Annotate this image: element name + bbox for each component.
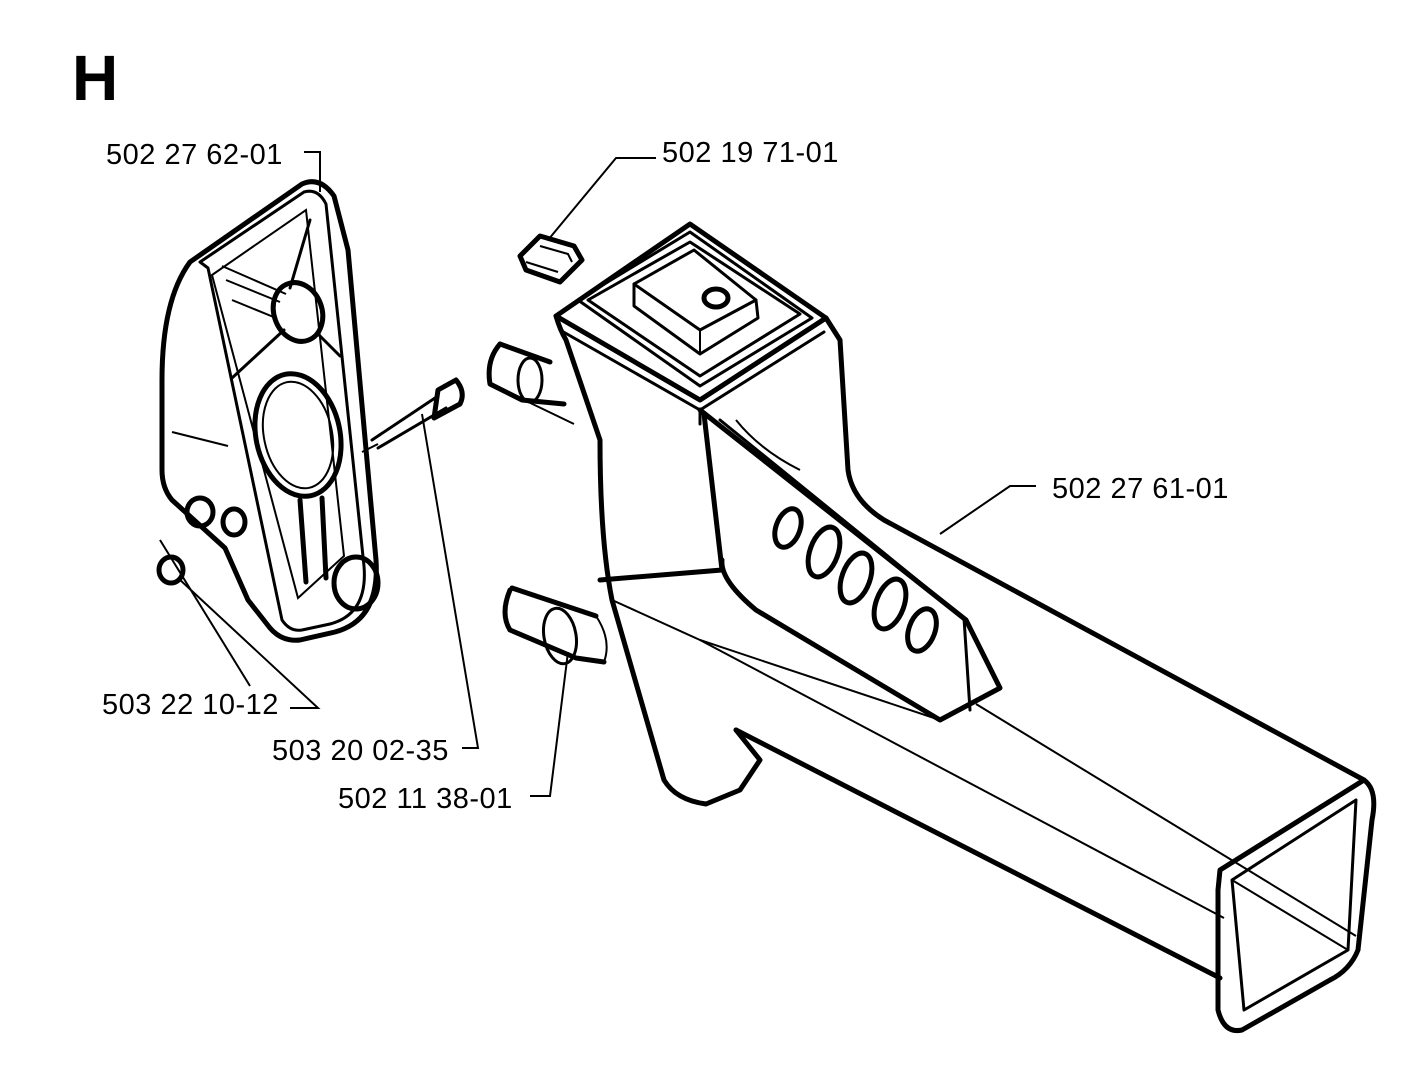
part-number-label: 502 27 61-01 <box>1052 473 1229 505</box>
part-number-label: 503 22 10-12 <box>102 689 279 721</box>
handle-housing-drawing[interactable] <box>553 221 1377 1034</box>
part-number-label: 502 11 38-01 <box>338 783 513 815</box>
square-nut-drawing[interactable] <box>517 233 585 285</box>
bushing-lower-drawing[interactable] <box>502 585 608 666</box>
leader-lines <box>159 151 1036 797</box>
part-number-label: 502 19 71-01 <box>662 137 839 169</box>
screw-drawing[interactable] <box>361 377 465 453</box>
part-number-label: 502 27 62-01 <box>106 139 283 171</box>
section-letter: H <box>72 42 118 114</box>
bushing-upper-drawing[interactable] <box>486 341 575 425</box>
part-number-label: 503 20 02-35 <box>272 735 449 767</box>
end-cap-drawing[interactable] <box>156 179 381 643</box>
